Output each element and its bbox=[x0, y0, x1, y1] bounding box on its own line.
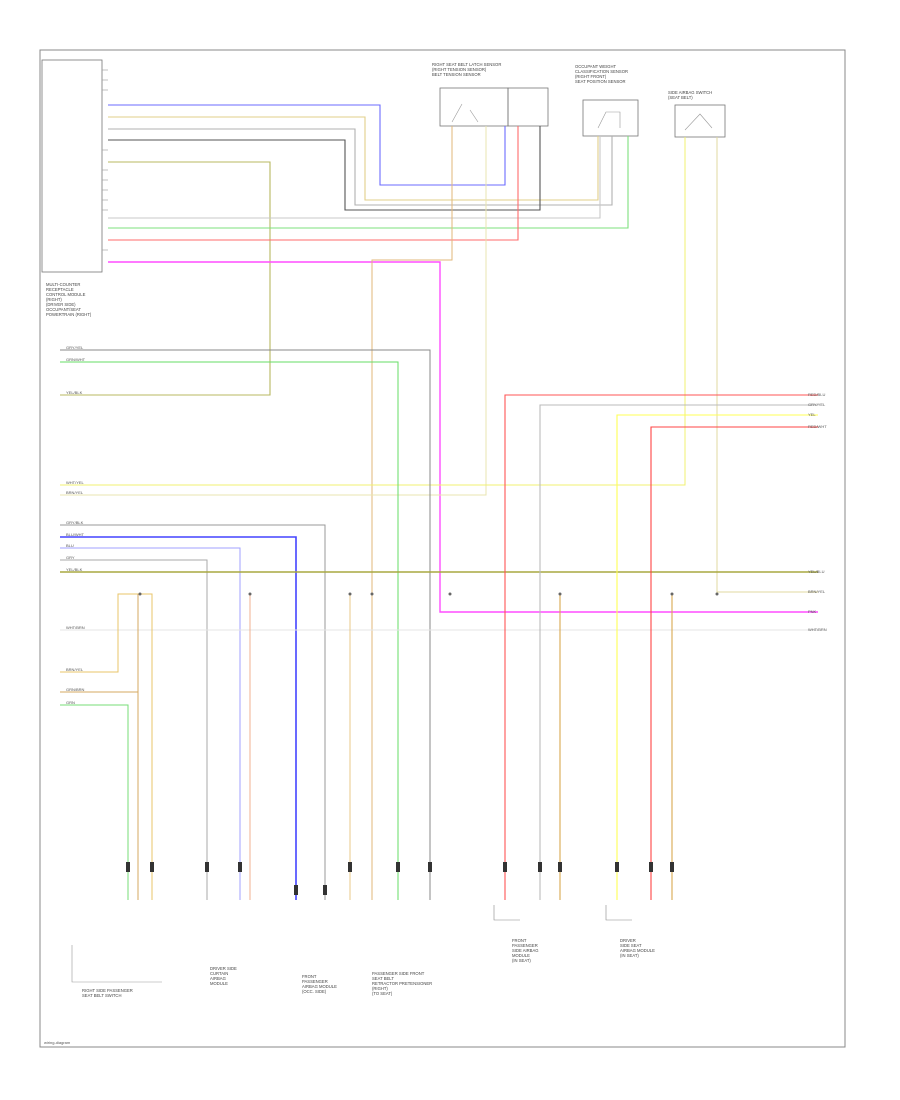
right-feeds bbox=[504, 394, 818, 900]
left-label-10: YEL/BLK bbox=[66, 567, 83, 572]
left-label-14: GRN bbox=[66, 700, 75, 705]
wire-olive bbox=[60, 161, 271, 396]
wire-red-right bbox=[504, 394, 818, 900]
wire-blue-b bbox=[60, 536, 297, 900]
wire-gray-right bbox=[539, 404, 818, 900]
left-label-11: WHT/BRN bbox=[66, 625, 85, 630]
bottom-component-brackets bbox=[71, 905, 632, 983]
sensor-drops bbox=[60, 126, 818, 900]
bottom-caption-6: DRIVER SIDE SEAT AIRBAG MODULE (IN SEAT) bbox=[620, 938, 656, 958]
wire-yellow-drop bbox=[60, 137, 686, 486]
left-wire-labels: GRY/YEL GRN/WHT YEL/BLK WHT/YEL BRN/YEL … bbox=[66, 345, 86, 705]
top-sensor-2-switch bbox=[597, 111, 621, 129]
top-sensor-1b-box bbox=[507, 87, 549, 127]
module-top-wires bbox=[60, 104, 818, 613]
left-feeds bbox=[60, 349, 818, 900]
top-switch-3-switch bbox=[684, 113, 713, 131]
right-label-2: GRY/YEL bbox=[808, 402, 826, 407]
bottom-caption-2: DRIVER SIDE CURTAIN AIRBAG MODULE bbox=[210, 966, 238, 986]
top-switch-3-caption: SIDE AIRBAG SWITCH (SEAT BELT) bbox=[668, 90, 713, 100]
wire-light-blue-b bbox=[60, 547, 241, 900]
wire-gold-b bbox=[60, 594, 139, 900]
left-label-8: BLU bbox=[66, 543, 74, 548]
bottom-connectors bbox=[126, 862, 674, 895]
left-label-1: GRY/YEL bbox=[66, 345, 84, 350]
left-label-9: GRY bbox=[66, 555, 75, 560]
bottom-caption-5: FRONT PASSENGER SIDE AIRBAG MODULE (IN S… bbox=[512, 938, 540, 963]
wire-cream-drop bbox=[60, 126, 487, 496]
module-caption: MULTI-COUNTER RECEPTACLE CONTROL MODULE … bbox=[46, 282, 92, 317]
right-label-3: YEL bbox=[808, 412, 816, 417]
wire-gray-feed bbox=[60, 349, 431, 900]
left-label-7: BLU/WHT bbox=[66, 532, 85, 537]
left-label-2: GRN/WHT bbox=[66, 357, 86, 362]
wire-gray-b bbox=[60, 524, 326, 900]
right-wire-labels: RED/BLU GRY/YEL YEL RED/WHT YEL/BLU BRN/… bbox=[808, 392, 827, 632]
wire-red bbox=[108, 126, 519, 241]
right-label-1: RED/BLU bbox=[808, 392, 825, 397]
wire-gray-1 bbox=[108, 128, 613, 206]
wire-red-right-2 bbox=[650, 426, 818, 900]
bottom-caption-3: FRONT PASSENGER AIRBAG MODULE (OCC. SIDE… bbox=[302, 974, 338, 994]
wire-blue bbox=[108, 104, 506, 186]
top-sensor-2-box bbox=[582, 99, 639, 137]
right-label-5: YEL/BLU bbox=[808, 569, 825, 574]
left-label-6: GRY/BLK bbox=[66, 520, 84, 525]
right-label-4: RED/WHT bbox=[808, 424, 827, 429]
wire-tan bbox=[108, 116, 599, 201]
wire-gray-c bbox=[60, 559, 208, 900]
left-label-5: BRN/YEL bbox=[66, 490, 84, 495]
control-module-box bbox=[41, 59, 103, 273]
wire-magenta bbox=[108, 261, 818, 613]
wire-yellow-right bbox=[616, 414, 818, 900]
top-sensor-2-caption: OCCUPANT WEIGHT CLASSIFICATION SENSOR (R… bbox=[575, 64, 629, 84]
wire-gold-a bbox=[60, 593, 153, 900]
wire-green-a bbox=[60, 704, 129, 900]
top-sensor-1-caption: RIGHT SEAT BELT LATCH SENSOR (RIGHT TENS… bbox=[432, 62, 503, 77]
right-label-8: WHT/BRN bbox=[808, 627, 827, 632]
diagram-frame bbox=[39, 49, 846, 1048]
left-label-13: GRN/BRN bbox=[66, 687, 85, 692]
wire-gray-2 bbox=[108, 136, 601, 219]
top-sensor-1-switch bbox=[451, 103, 479, 123]
wire-dark-gray bbox=[108, 126, 541, 211]
left-label-3: YEL/BLK bbox=[66, 390, 83, 395]
bottom-caption-1: RIGHT SIDE PASSENGER SEAT BELT SWITCH bbox=[82, 988, 134, 998]
control-module-pins bbox=[102, 69, 108, 251]
top-switch-3-box bbox=[674, 104, 726, 138]
wire-light-green bbox=[108, 136, 629, 229]
left-label-12: BRN/YEL bbox=[66, 667, 84, 672]
right-label-6: BRN/YEL bbox=[808, 589, 826, 594]
footer-code: wiring-diagram bbox=[44, 1040, 71, 1045]
wire-orange-drop bbox=[371, 126, 453, 900]
splice-points bbox=[138, 592, 719, 596]
wire-tan-drop bbox=[716, 137, 818, 593]
right-label-7: PNK bbox=[808, 609, 817, 614]
wire-green-feed bbox=[60, 361, 399, 900]
top-sensor-1-box bbox=[439, 87, 509, 127]
left-label-4: WHT/YEL bbox=[66, 480, 85, 485]
bottom-caption-4: PASSENGER SIDE FRONT SEAT BELT RETRACTOR… bbox=[372, 971, 433, 996]
